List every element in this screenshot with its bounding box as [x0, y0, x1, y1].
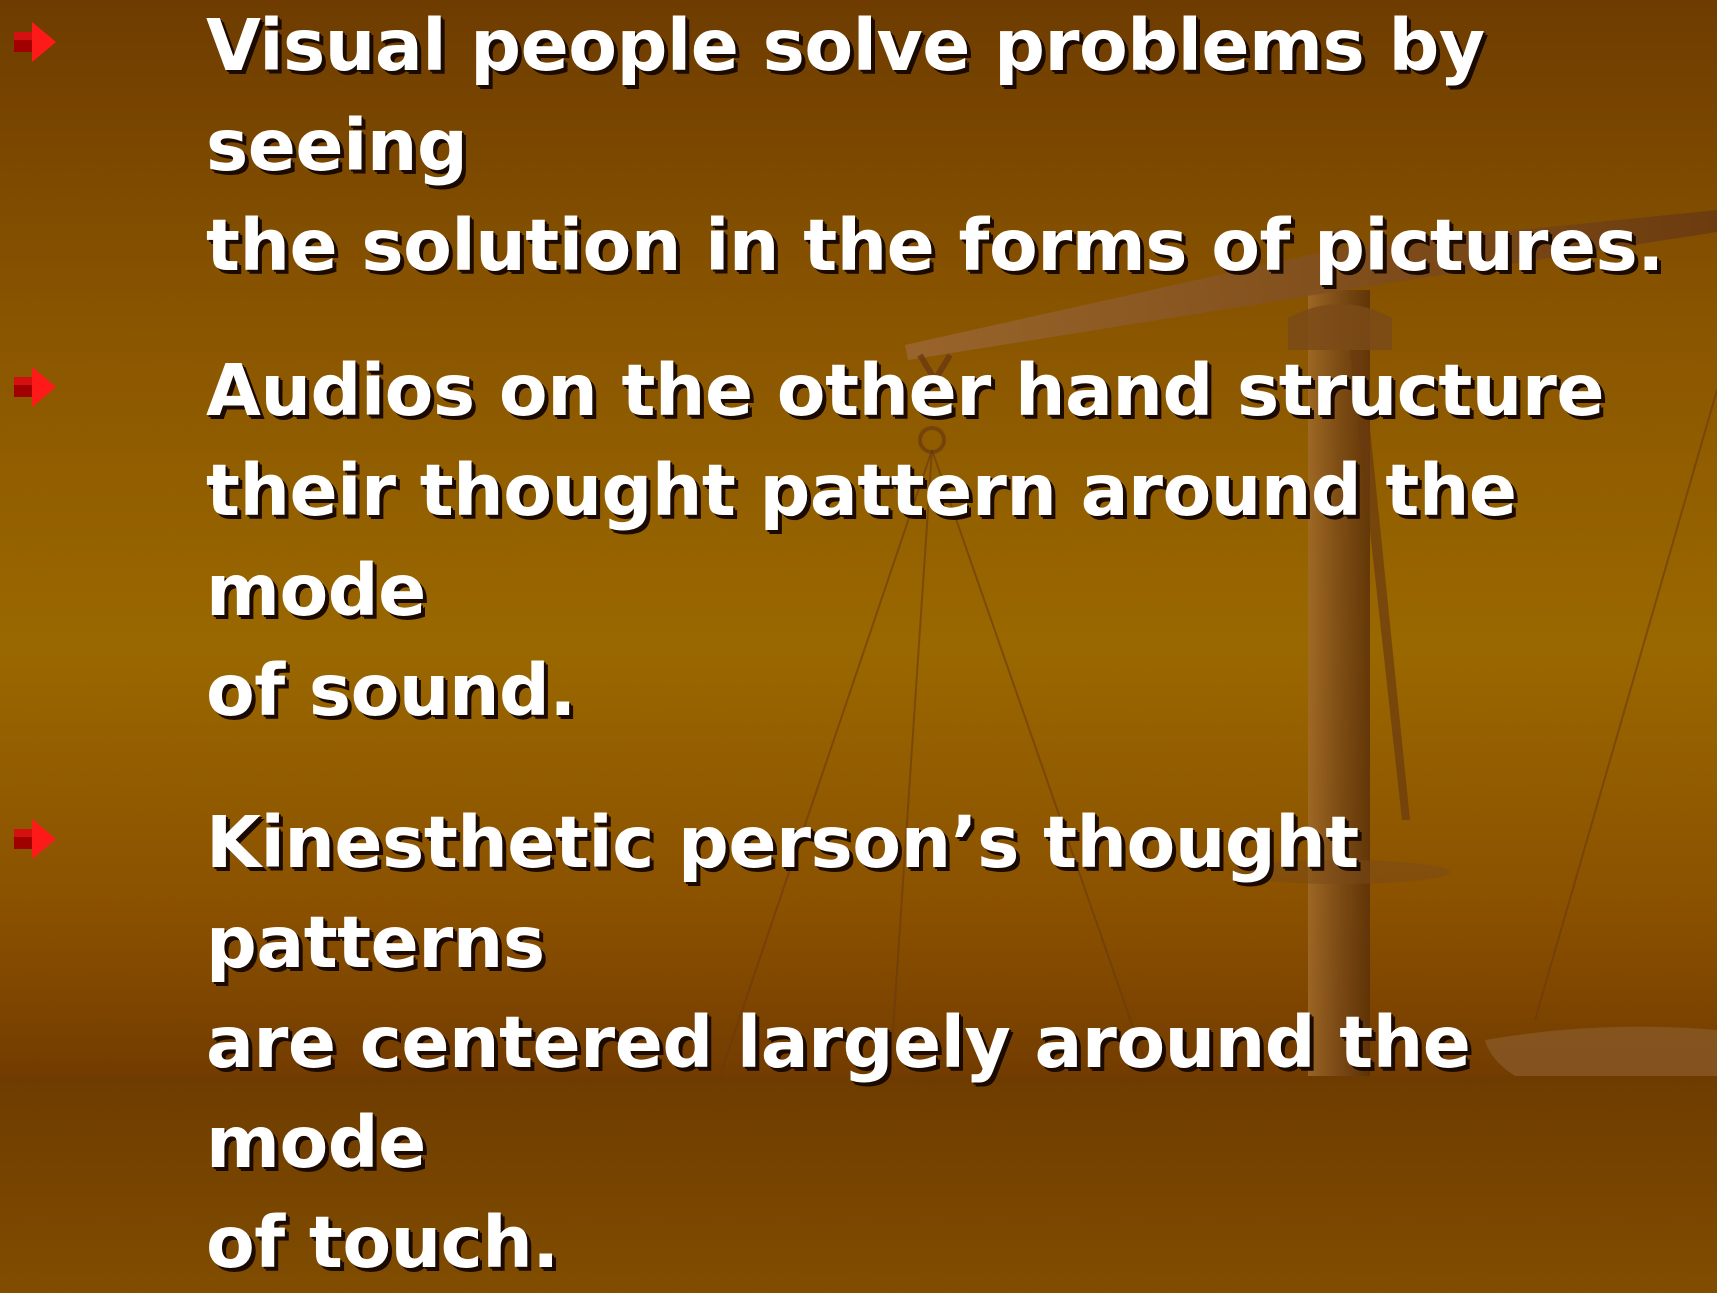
red-arrow-icon	[14, 367, 56, 407]
bullet-list: Visual people solve problems by seeing t…	[14, 4, 1664, 1284]
bullet-text: Visual people solve problems by seeing t…	[206, 4, 1664, 287]
red-arrow-icon	[14, 22, 56, 62]
bullet-text: Audios on the other hand structure their…	[206, 349, 1605, 732]
bullet-text: Kinesthetic person’s thought patterns ar…	[206, 801, 1471, 1284]
red-arrow-icon	[14, 819, 56, 859]
slide: Visual people solve problems by seeing t…	[14, 4, 1717, 1284]
